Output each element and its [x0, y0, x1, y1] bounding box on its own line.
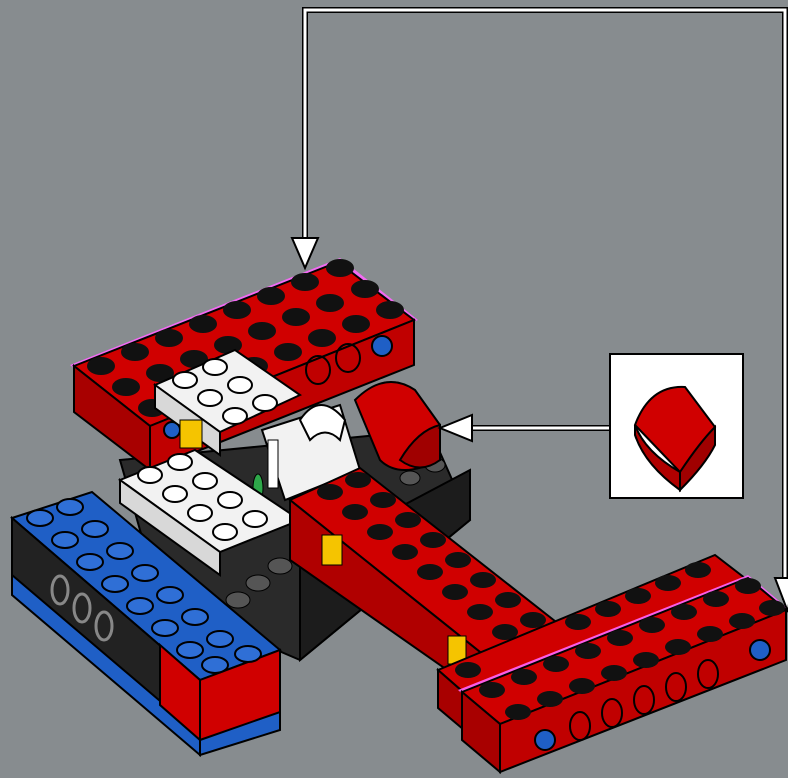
arrow-left-head [440, 415, 472, 441]
part-callout-box [610, 354, 743, 498]
arrow-down-head [292, 238, 318, 268]
